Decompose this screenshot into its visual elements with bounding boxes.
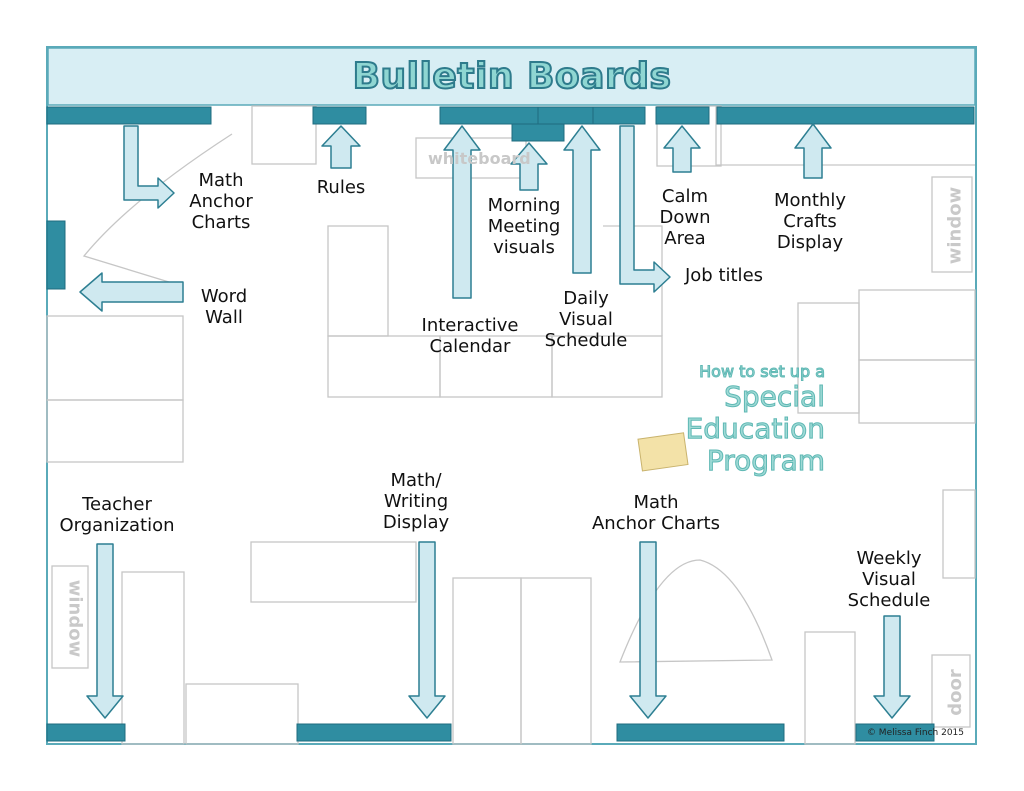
- logo-card: [637, 432, 689, 472]
- door-label: door: [944, 669, 966, 716]
- board-math-anchor-top: [46, 106, 212, 125]
- whiteboard-label: whiteboard: [428, 149, 531, 168]
- arrow-teacher-org: [86, 543, 124, 719]
- board-weekly-schedule: [855, 723, 935, 742]
- arrow-monthly-crafts: [794, 123, 832, 179]
- arrow-job-titles: [619, 125, 671, 293]
- board-math-anchor-bottom: [616, 723, 785, 742]
- label-rules: Rules: [316, 177, 366, 198]
- label-monthly-crafts: Monthly Crafts Display: [773, 190, 847, 253]
- label-word-wall: Word Wall: [200, 286, 248, 328]
- label-teacher-org: Teacher Organization: [59, 494, 175, 536]
- label-morning-meeting: Morning Meeting visuals: [487, 195, 561, 258]
- bulletin-boards: [46, 106, 975, 742]
- arrow-math-anchor-bottom: [629, 541, 667, 719]
- board-job-titles: [592, 106, 646, 125]
- window-label-left: window: [64, 579, 86, 658]
- arrows: [79, 123, 911, 719]
- board-morning-meeting: [511, 123, 565, 142]
- label-weekly-schedule: Weekly Visual Schedule: [847, 548, 931, 611]
- watermark-line3: Education: [685, 412, 825, 446]
- board-word-wall: [46, 220, 66, 290]
- title-banner: [47, 47, 976, 106]
- arrow-word-wall: [79, 272, 184, 312]
- board-teacher-org: [46, 723, 126, 742]
- label-math-writing: Math/ Writing Display: [382, 470, 450, 533]
- window-label-right: window: [944, 186, 966, 265]
- arrow-calendar: [443, 125, 481, 299]
- watermark-line1: How to set up a: [699, 362, 826, 382]
- board-calm-down: [655, 106, 710, 125]
- label-daily-schedule: Daily Visual Schedule: [544, 288, 628, 351]
- label-calm-down: Calm Down Area: [659, 186, 711, 249]
- board-math-writing: [296, 723, 452, 742]
- arrow-morning-meeting: [510, 142, 548, 191]
- page-title: Bulletin Boards: [352, 55, 672, 98]
- arrow-math-writing: [408, 541, 446, 719]
- arrow-weekly-schedule: [873, 615, 911, 719]
- arrow-calm-down: [663, 125, 701, 173]
- label-math-anchor-bottom: Math Anchor Charts: [591, 492, 721, 534]
- label-job-titles: Job titles: [684, 265, 764, 286]
- label-interactive-calendar: Interactive Calendar: [421, 315, 519, 357]
- copyright: © Melissa Finch 2015: [866, 728, 964, 738]
- arrow-rules: [321, 125, 361, 169]
- watermark-line4: Program: [706, 444, 825, 478]
- arrow-math-anchor-top: [123, 125, 175, 209]
- board-daily-schedule: [537, 106, 594, 125]
- arrow-daily-schedule: [563, 125, 601, 274]
- label-math-anchor-top: Math Anchor Charts: [189, 170, 253, 233]
- watermark-line2: Special: [724, 380, 826, 414]
- board-calendar: [439, 106, 539, 125]
- board-monthly-crafts: [716, 106, 975, 125]
- board-rules: [312, 106, 367, 125]
